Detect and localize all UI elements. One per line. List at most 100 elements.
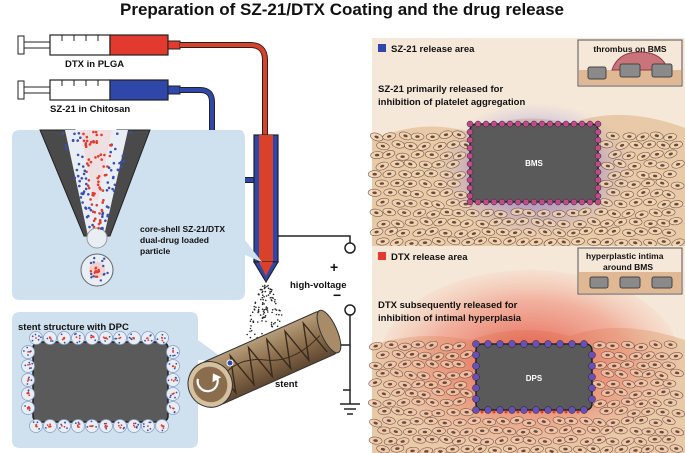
dtx-caption-line1: DTX subsequently released for (378, 300, 518, 311)
drug-dot (106, 213, 110, 217)
spray-droplet (251, 311, 254, 314)
drug-dot (82, 132, 85, 136)
spray-droplet (265, 308, 267, 310)
strut-particle (588, 373, 596, 381)
spray-droplet (263, 311, 266, 314)
particle-dot (93, 256, 96, 260)
drug-dot (86, 184, 90, 187)
drug-dot (85, 162, 89, 165)
syringe-sz21 (17, 79, 181, 101)
spray-droplet (270, 323, 273, 326)
spray-droplet (265, 295, 268, 297)
strut-particle (532, 340, 540, 348)
strut-particle (594, 160, 602, 168)
drug-dot (89, 160, 93, 164)
coating-particle (99, 419, 113, 433)
strut-particle (514, 198, 522, 206)
drug-dot (97, 155, 100, 158)
spray-droplet (273, 301, 276, 303)
syringe-sz21-label: SZ-21 in Chitosan (50, 104, 130, 115)
page-title: Preparation of SZ-21/DTX Coating and the… (120, 0, 564, 19)
spray-droplet (264, 284, 266, 287)
drug-dot (88, 225, 91, 229)
spray-droplet (257, 310, 260, 313)
coating-particle (99, 331, 113, 345)
drug-dot (120, 165, 123, 168)
spray-droplet (249, 314, 252, 317)
spray-droplet (276, 325, 279, 328)
drug-dot (78, 184, 81, 188)
particle-dot (89, 270, 93, 273)
drug-dot (104, 219, 107, 222)
spray-droplet (274, 308, 277, 310)
spray-droplet (252, 321, 255, 324)
spray-droplet (262, 310, 265, 313)
coating-particle (29, 419, 43, 433)
sz21-legend-label: SZ-21 release area (391, 44, 475, 55)
strut-particle (472, 362, 480, 370)
drug-dot (118, 161, 121, 165)
coating-particle (113, 331, 127, 345)
drug-dot (87, 179, 91, 182)
dtx-legend-label: DTX release area (391, 252, 468, 263)
strut-particle (466, 120, 474, 128)
spray-droplet (269, 292, 271, 295)
strut-particle (580, 340, 588, 348)
dtx-release-dot (492, 410, 496, 414)
drug-dot (93, 192, 96, 195)
spray-droplet (275, 302, 277, 305)
drug-dot (98, 219, 102, 222)
spray-droplet (261, 291, 263, 294)
drug-dot (79, 136, 82, 139)
strut-particle (568, 406, 576, 414)
strut-particle (594, 144, 602, 152)
drug-dot (76, 174, 80, 178)
drug-dot (99, 188, 102, 191)
drug-dot (98, 212, 101, 215)
spray-droplet (253, 308, 256, 311)
spray-droplet (264, 290, 267, 293)
spray-droplet (267, 284, 269, 287)
dtx-legend-swatch (378, 252, 386, 260)
drug-dot (122, 160, 126, 163)
strut-particle (546, 120, 554, 128)
spray-droplet (271, 311, 273, 314)
strut-particle (482, 198, 490, 206)
strut-particle (496, 340, 504, 348)
spray-droplet (271, 296, 273, 299)
spray-droplet (255, 306, 257, 309)
drug-dot (109, 169, 113, 172)
drug-dot (87, 158, 91, 161)
strut-particle (530, 120, 538, 128)
spray-droplet (261, 332, 263, 335)
strut-particle (508, 340, 516, 348)
spray-droplet (261, 317, 264, 319)
particle-label-line1: core-shell SZ-21/DTX (140, 224, 225, 234)
positive-terminal (344, 242, 356, 254)
strut-particle (594, 192, 602, 200)
coating-particle (166, 345, 180, 359)
hyperplasia-inset-line1: hyperplastic intima (586, 251, 664, 261)
particle-dot (92, 261, 96, 264)
drug-dot (75, 168, 79, 172)
strut-particle (594, 128, 602, 136)
dtx-release-dot (516, 410, 520, 414)
drug-dot (107, 186, 111, 190)
strut-particle (538, 120, 546, 128)
coating-particle (43, 331, 57, 345)
particle-dot (97, 269, 100, 272)
drug-dot (95, 133, 99, 137)
strut-particle (588, 362, 596, 370)
syringe-dtx (17, 34, 181, 56)
drug-dot (84, 143, 88, 147)
drug-dot (112, 189, 116, 193)
coating-particle (21, 373, 35, 387)
drug-dot (76, 139, 79, 142)
drug-dot (77, 162, 81, 166)
spray-droplet (269, 288, 272, 291)
strut-particle (538, 198, 546, 206)
drug-dot (102, 198, 105, 202)
drug-dot (85, 139, 89, 143)
particle-dot (89, 261, 93, 265)
drug-dot (87, 164, 90, 167)
